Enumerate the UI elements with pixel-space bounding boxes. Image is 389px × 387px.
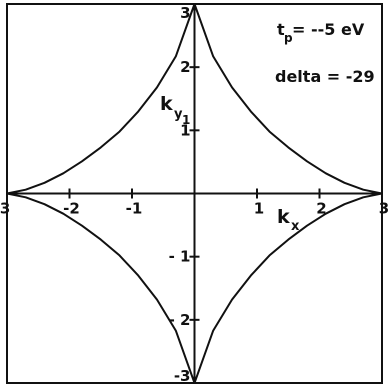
y-tick-label-neg1: - 1 (169, 248, 191, 266)
y-tick-label-pos3: 3 (180, 4, 190, 22)
delta-annotation: delta = -29 (275, 67, 375, 86)
x-tick-label-pos2: 2 (316, 200, 326, 218)
axes (7, 4, 382, 383)
tp-annotation-sub: p (284, 31, 293, 45)
y-axis-label: k (160, 93, 173, 115)
y-tick-label-neg2: - 2 (169, 311, 191, 329)
x-tick-label-neg1: -1 (126, 200, 143, 218)
tp-annotation-value: = --5 eV (292, 20, 365, 39)
y-tick-label-pos2: 2 (180, 58, 190, 76)
fermi-curve-nw (6, 3, 196, 195)
x-tick-label-neg2: -2 (63, 200, 80, 218)
x-tick-label-neg3: -3 (0, 200, 10, 218)
y-axis-label-sub: y (174, 107, 183, 122)
x-axis-label-sub: x (291, 219, 300, 234)
tp-annotation-main: t (277, 20, 285, 39)
x-tick-label-pos3: 3 (379, 200, 389, 218)
fermi-curve-se (193, 192, 383, 384)
ticks: -3 -2 -1 1 2 3 -3 - 2 - 1 1 2 3 (0, 3, 389, 385)
y-tick-label-neg3: -3 (174, 367, 191, 385)
x-tick-label-pos1: 1 (254, 200, 264, 218)
x-axis-label: k (277, 206, 290, 228)
curves (6, 3, 383, 384)
y-axis-label-sub2: 1 (182, 113, 190, 127)
fermi-curve-ne (193, 3, 383, 195)
y-tick-label-pos1: 1 (180, 121, 190, 139)
fermi-curve-sw (6, 192, 196, 384)
labels: k x k y 1 t p = --5 eV delta = -29 (160, 20, 375, 234)
